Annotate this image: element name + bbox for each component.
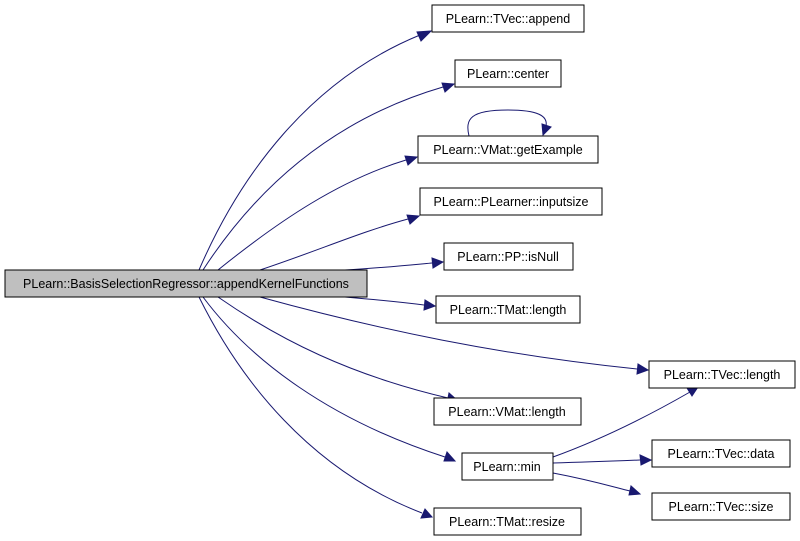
edge-root-to-tmat-resize: [198, 296, 434, 519]
svg-text:PLearn::PP::isNull: PLearn::PP::isNull: [457, 250, 558, 264]
svg-text:PLearn::min: PLearn::min: [473, 460, 540, 474]
svg-text:PLearn::PLearner::inputsize: PLearn::PLearner::inputsize: [434, 195, 589, 209]
callee-node-min[interactable]: PLearn::min: [461, 452, 554, 481]
callee-node-tvec-append[interactable]: PLearn::TVec::append: [431, 4, 585, 33]
svg-text:PLearn::TVec::length: PLearn::TVec::length: [664, 368, 781, 382]
svg-text:PLearn::BasisSelectionRegresso: PLearn::BasisSelectionRegressor::appendK…: [23, 277, 349, 291]
callee-node-tmat-length[interactable]: PLearn::TMat::length: [435, 295, 581, 324]
callee-node-tvec-length[interactable]: PLearn::TVec::length: [648, 360, 796, 389]
edge-root-to-min: [202, 296, 457, 462]
svg-text:PLearn::TMat::resize: PLearn::TMat::resize: [449, 515, 565, 529]
callee-node-vmat-getexample[interactable]: PLearn::VMat::getExample: [417, 135, 599, 164]
edge-root-to-tmat-length: [344, 296, 437, 311]
callee-node-plearner-inputsize[interactable]: PLearn::PLearner::inputsize: [419, 187, 603, 216]
edge-root-to-pp-isnull: [344, 257, 445, 271]
callee-node-tvec-data[interactable]: PLearn::TVec::data: [651, 439, 791, 468]
edges-layer: [198, 30, 699, 519]
svg-text:PLearn::TVec::size: PLearn::TVec::size: [669, 500, 774, 514]
callee-node-vmat-length[interactable]: PLearn::VMat::length: [433, 397, 582, 426]
svg-text:PLearn::TVec::append: PLearn::TVec::append: [446, 12, 570, 26]
callee-node-tvec-size[interactable]: PLearn::TVec::size: [651, 492, 791, 521]
callee-node-center[interactable]: PLearn::center: [454, 59, 562, 88]
nodes-layer: PLearn::BasisSelectionRegressor::appendK…: [4, 4, 796, 536]
edge-root-to-center: [202, 82, 456, 271]
svg-text:PLearn::VMat::length: PLearn::VMat::length: [448, 405, 565, 419]
edge-root-to-vmat-getexample: [217, 155, 419, 271]
edge-root-to-plearner-inputsize: [259, 214, 421, 271]
edge-root-to-vmat-length: [217, 296, 460, 404]
edge-root-to-tvec-append: [198, 30, 433, 271]
edge-min-to-tvec-data: [552, 454, 653, 466]
edge-root-to-tvec-length: [259, 296, 650, 375]
edge-min-to-tvec-size: [552, 472, 642, 496]
svg-text:PLearn::center: PLearn::center: [467, 67, 549, 81]
svg-text:PLearn::TVec::data: PLearn::TVec::data: [667, 447, 774, 461]
svg-text:PLearn::TMat::length: PLearn::TMat::length: [450, 303, 567, 317]
svg-text:PLearn::VMat::getExample: PLearn::VMat::getExample: [433, 143, 582, 157]
callee-node-tmat-resize[interactable]: PLearn::TMat::resize: [433, 507, 582, 536]
callee-node-pp-isnull[interactable]: PLearn::PP::isNull: [443, 242, 574, 271]
root-function-node[interactable]: PLearn::BasisSelectionRegressor::appendK…: [4, 269, 368, 298]
edge-getexample-self-loop: [467, 109, 552, 137]
